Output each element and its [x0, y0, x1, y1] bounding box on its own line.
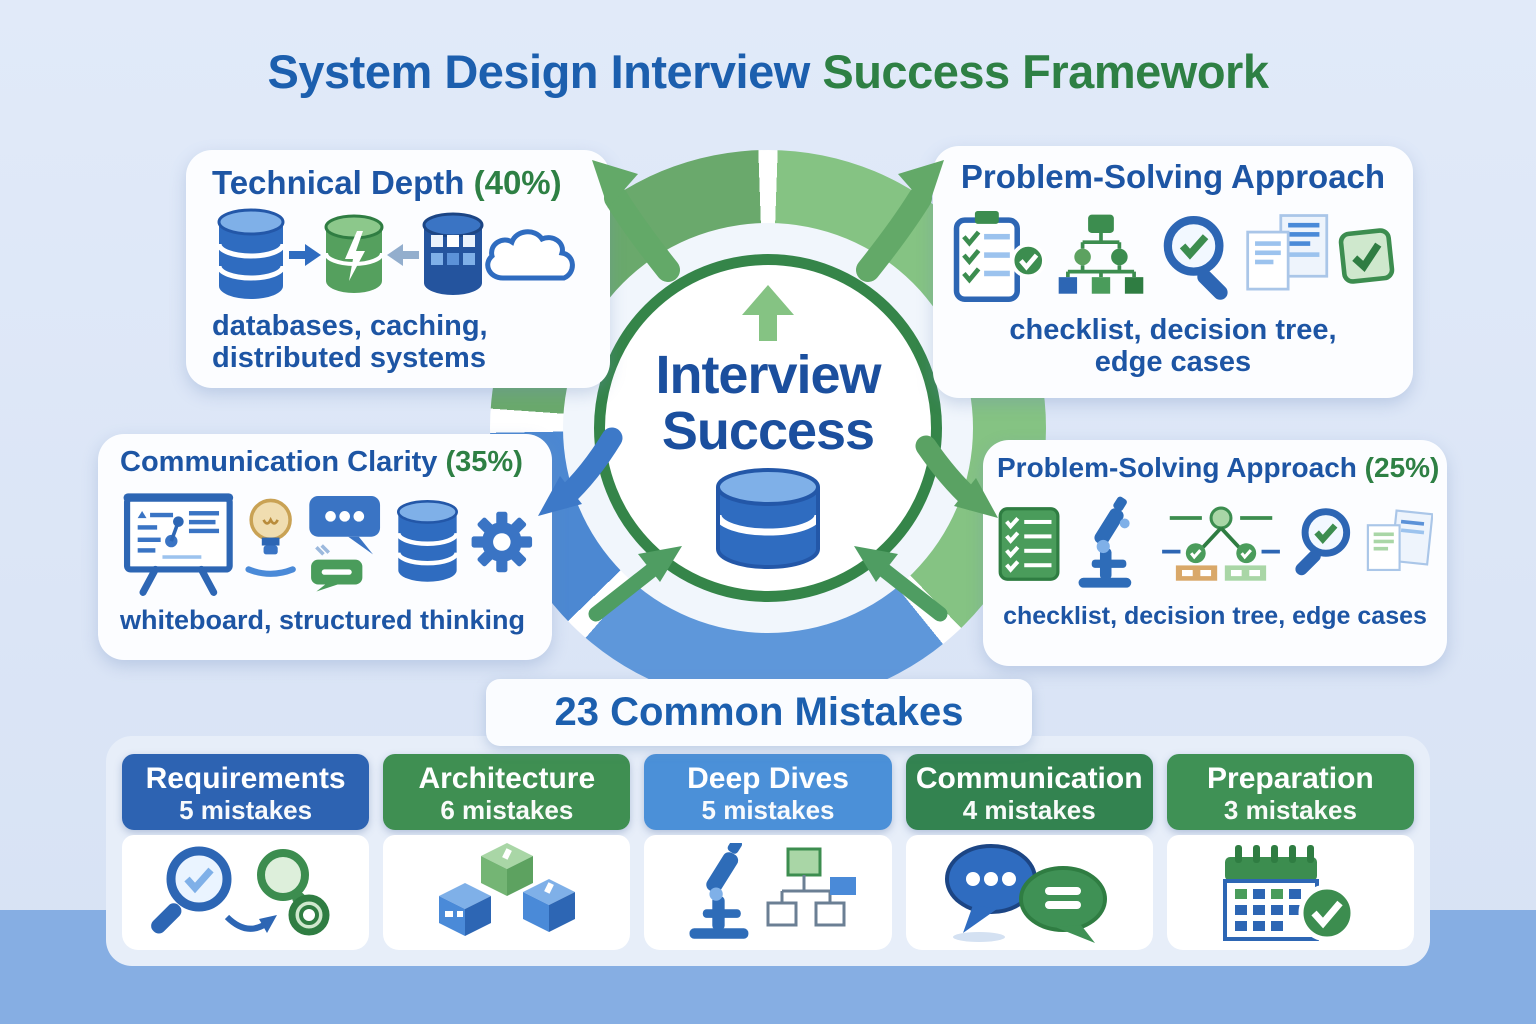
communication-clarity-title: Communication Clarity (35%): [120, 446, 523, 478]
microscope-flowchart-icon: [689, 842, 856, 939]
center-label-line2: Success: [661, 401, 875, 462]
technical-depth-title: Technical Depth (40%): [212, 164, 586, 202]
whiteboard-icon: [123, 493, 234, 596]
card-problem-solving-top: Problem-Solving Approach: [933, 146, 1413, 398]
communication-header: Communication 4 mistakes: [905, 754, 1153, 830]
page-title-green: Success Framework: [822, 45, 1269, 98]
calendar-check-icon: [1223, 844, 1356, 941]
card-technical-depth: Technical Depth (40%): [186, 150, 610, 388]
architecture-body: [383, 835, 631, 950]
requirements-header: Requirements 5 mistakes: [122, 754, 370, 830]
documents-icon: [1245, 214, 1328, 291]
distributed-database-icon: [422, 212, 484, 295]
preparation-header: Preparation 3 mistakes: [1166, 754, 1415, 830]
center-label-line1: Interview: [655, 345, 881, 405]
mistake-card-deep-dives: Deep Dives 5 mistakes: [644, 754, 892, 950]
mistake-card-architecture: Architecture 6 mistakes: [383, 754, 631, 950]
cubes-icon: [438, 842, 575, 936]
communication-body: [905, 835, 1153, 950]
deep-dives-header: Deep Dives 5 mistakes: [644, 754, 892, 830]
person-decision-tree-icon: [1161, 506, 1280, 581]
mistakes-section: Requirements 5 mistakes Architecture 6 m…: [106, 736, 1430, 966]
magnifier-check-icon: [1163, 215, 1228, 300]
database-stack-icon: [396, 499, 460, 582]
common-mistakes-banner: 23 Common Mistakes: [486, 679, 1032, 746]
cache-database-icon: [324, 214, 384, 293]
problem-solving-top-title: Problem-Solving Approach: [960, 158, 1386, 195]
arrow-left-icon: [387, 244, 419, 266]
chat-bubbles-icon: [309, 496, 381, 592]
communication-clarity-subtitle: whiteboard, structured thinking: [120, 605, 526, 635]
mistake-card-preparation: Preparation 3 mistakes: [1166, 754, 1415, 950]
mistake-card-communication: Communication 4 mistakes: [905, 754, 1153, 950]
database-blue-icon: [216, 208, 286, 299]
green-checkbox-icon: [1338, 228, 1395, 284]
technical-depth-subtitle: databases, caching, distributed systems: [212, 310, 488, 375]
magnifiers-icon: [150, 846, 330, 935]
microscope-icon: [1078, 496, 1132, 588]
deep-dives-body: [644, 835, 892, 950]
architecture-header: Architecture 6 mistakes: [383, 754, 631, 830]
problem-solving-top-subtitle: checklist, decision tree, edge cases: [1009, 314, 1337, 379]
checklist-clipboard-icon: [953, 210, 1046, 302]
interview-success-circle: Interview Success: [594, 254, 942, 602]
preparation-body: [1166, 835, 1415, 950]
arrow-right-icon: [289, 244, 321, 266]
cloud-icon: [485, 229, 575, 281]
problem-solving-right-title: Problem-Solving Approach (25%): [997, 452, 1440, 483]
up-arrow-icon: [742, 285, 794, 341]
card-communication-clarity: Communication Clarity (35%): [98, 434, 552, 660]
problem-solving-right-subtitle: checklist, decision tree, edge cases: [1003, 602, 1427, 630]
problem-solving-right-percent: (25%): [1364, 452, 1440, 483]
technical-depth-percent: (40%): [473, 164, 562, 201]
speech-bubbles-icon: [945, 843, 1108, 943]
documents-icon: [1367, 509, 1434, 572]
gear-icon: [471, 511, 533, 573]
green-checklist-icon: [998, 507, 1060, 581]
technical-depth-title-text: Technical Depth: [212, 164, 465, 201]
database-icon: [714, 468, 822, 570]
page-title-blue: System Design Interview: [267, 45, 811, 98]
communication-clarity-percent: (35%): [445, 446, 523, 478]
magnifier-check-icon: [1294, 508, 1350, 576]
requirements-body: [122, 835, 370, 950]
lightbulb-icon: [245, 498, 296, 577]
center-label: Interview Success: [655, 345, 881, 462]
card-problem-solving-right: Problem-Solving Approach (25%): [983, 440, 1447, 666]
mistake-card-requirements: Requirements 5 mistakes: [122, 754, 370, 950]
page-title: System Design Interview Success Framewor…: [0, 44, 1536, 99]
decision-tree-icon: [1058, 214, 1143, 294]
